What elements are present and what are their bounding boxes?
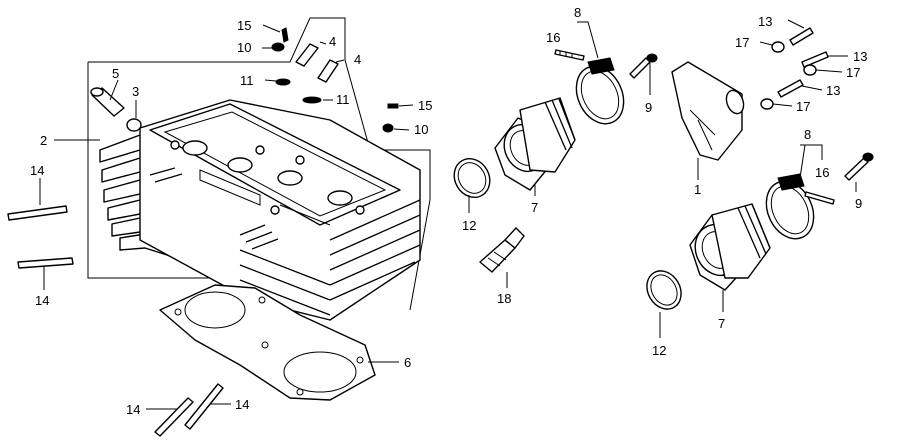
intake-o-rings [453,158,682,310]
callout-7b: 7 [718,316,725,331]
cylinder-head [99,99,421,321]
callout-1: 1 [694,182,701,197]
intake-manifold-lower [689,203,771,291]
callout-8b: 8 [804,127,811,142]
callout-6: 6 [404,355,411,370]
callout-15b: 15 [418,98,432,113]
callout-15a: 15 [237,18,251,33]
callout-14c: 14 [126,402,140,417]
spark-plug [479,227,525,273]
callout-11b: 11 [336,92,350,107]
callout-14a: 14 [30,163,44,178]
callout-10a: 10 [237,40,251,55]
callout-12a: 12 [462,218,476,233]
callout-17a: 17 [735,35,749,50]
callout-13b: 13 [853,49,867,64]
intake-clamps [575,57,815,240]
callout-13a: 13 [758,14,772,29]
valve-and-seals [90,27,399,133]
callout-7a: 7 [531,200,538,215]
callout-17b: 17 [846,65,860,80]
callout-9a: 9 [645,100,652,115]
cylinder-head-fins-right [239,199,421,316]
callout-4a: 4 [329,34,336,49]
callout-labels: 1 2 3 4 4 5 6 7 7 8 8 9 9 10 10 11 11 12… [30,5,867,417]
callout-8a: 8 [574,5,581,20]
head-gasket [159,284,376,401]
callout-4b: 4 [354,52,361,67]
callout-13c: 13 [826,83,840,98]
top-fins [149,167,279,250]
head-group-bracket [87,17,431,311]
callout-14d: 14 [235,397,249,412]
callout-3: 3 [132,84,139,99]
callout-11a: 11 [240,73,254,88]
cam-journals [170,140,365,226]
bracket-bolts [760,27,829,110]
callout-18: 18 [497,291,511,306]
callout-16b: 16 [815,165,829,180]
callout-2: 2 [40,133,47,148]
clamp-screws [554,49,874,205]
callout-9b: 9 [855,196,862,211]
callout-17c: 17 [796,99,810,114]
intake-manifold-upper [494,97,576,191]
callout-12b: 12 [652,343,666,358]
callout-10b: 10 [414,122,428,137]
leader-lines [39,19,857,410]
callout-14b: 14 [35,293,49,308]
callout-5: 5 [112,66,119,81]
callout-16a: 16 [546,30,560,45]
manifold-bracket [671,61,745,161]
